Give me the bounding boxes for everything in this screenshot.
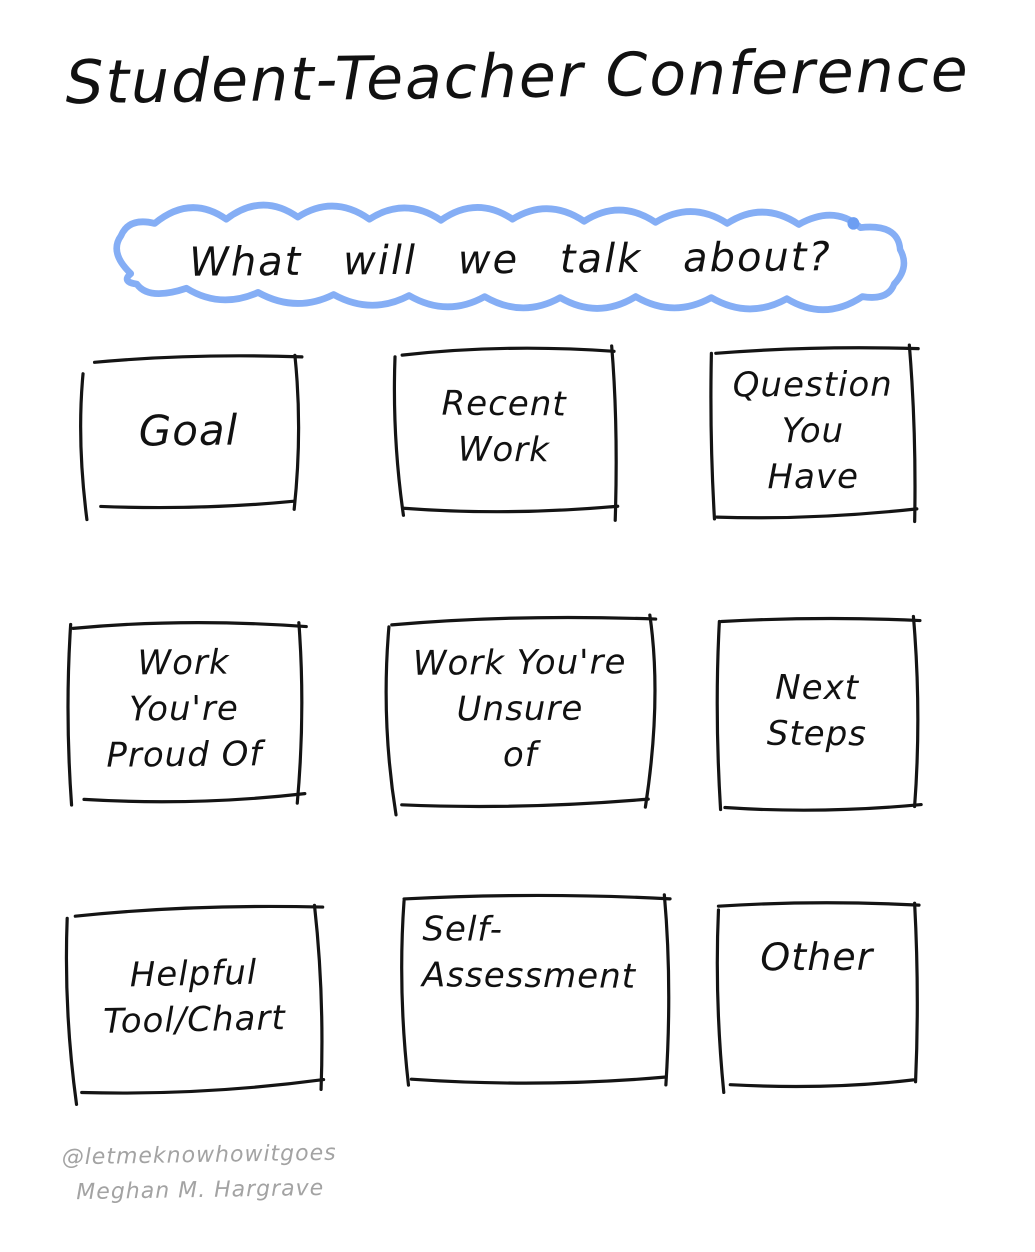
- sketch-border-icon: [374, 609, 665, 811]
- sketch-border-icon: [707, 611, 926, 812]
- topic-box-helpful-tool-chart: Helpful Tool/Chart: [56, 897, 332, 1099]
- sketch-border-icon: [703, 341, 924, 522]
- topic-box-label: Next Steps: [766, 667, 868, 755]
- sketch-border-icon: [384, 339, 623, 517]
- topic-box-label: Self- Assessment: [421, 909, 637, 997]
- topic-box-recent-work: Recent Work: [384, 339, 623, 517]
- cloud-icon: [113, 201, 908, 314]
- credit-author: Meghan M. Hargrave: [76, 1176, 325, 1206]
- topic-box-other: Other: [707, 897, 926, 1090]
- page-title: Student-Teacher Conference: [64, 35, 971, 119]
- topic-box-goal: Goal: [71, 349, 306, 513]
- sketch-border-icon: [707, 897, 926, 1090]
- topic-box-label: Recent Work: [441, 383, 567, 471]
- sketch-border-icon: [71, 349, 306, 513]
- prompt-text: What will we talk about?: [189, 234, 832, 286]
- credit-handle: @letmeknowhowitgoes: [61, 1140, 337, 1171]
- topic-box-label: Work You're Proud Of: [106, 642, 263, 776]
- topic-box-label: Helpful Tool/Chart: [102, 952, 287, 1042]
- topic-box-label: Other: [760, 934, 874, 980]
- sketch-border-icon: [391, 887, 678, 1087]
- credit: @letmeknowhowitgoes Meghan M. Hargrave: [61, 1136, 337, 1211]
- topic-box-work-proud-of: Work You're Proud Of: [59, 613, 309, 807]
- prompt-cloud: What will we talk about?: [103, 192, 918, 328]
- sketch-border-icon: [59, 613, 309, 807]
- sketch-border-icon: [56, 897, 332, 1099]
- topic-box-label: Question You Have: [732, 364, 893, 498]
- topic-box-label: Goal: [138, 405, 239, 456]
- topic-box-question-you-have: Question You Have: [703, 341, 924, 522]
- topic-box-next-steps: Next Steps: [707, 611, 926, 812]
- topic-box-work-unsure-of: Work You're Unsure of: [374, 609, 665, 811]
- ink-blot: [847, 217, 860, 230]
- topic-box-label: Work You're Unsure of: [412, 642, 627, 776]
- topic-box-self-assessment: Self- Assessment: [391, 887, 678, 1087]
